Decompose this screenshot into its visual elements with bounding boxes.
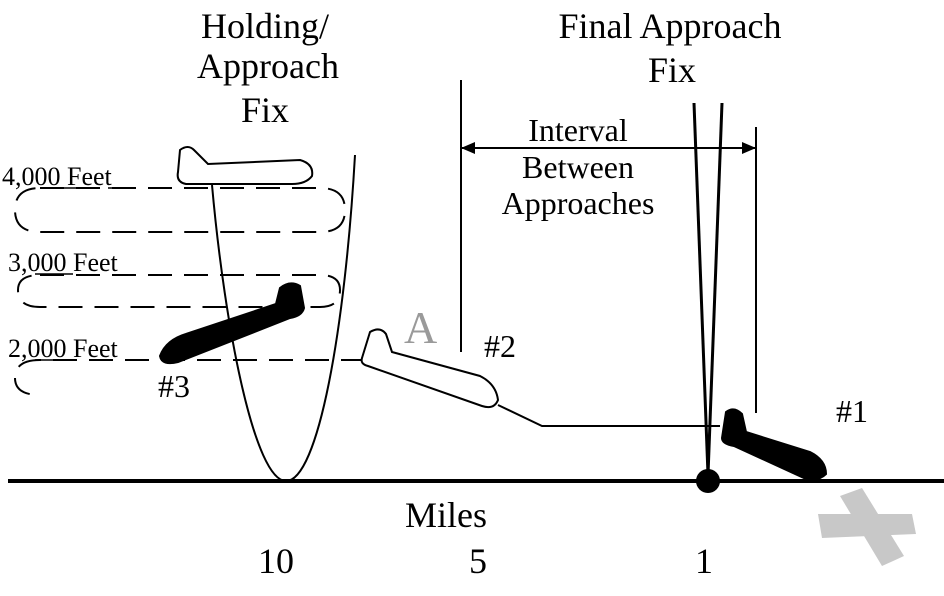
altitude-label-3000: 3,000 Feet [8,248,119,277]
interval-arrowhead-left [461,142,475,154]
interval-label-2: Between [522,149,634,185]
holding-pattern-3000 [16,274,342,308]
final-fix-title-1: Final Approach [559,6,782,46]
altitude-label-4000: 4,000 Feet [2,162,113,191]
final-fix-cone-left [692,102,710,476]
aircraft-1-icon [720,408,828,481]
approach-path-2 [497,404,720,427]
holding-fix-title-1: Holding/ [201,6,329,46]
holding-fix-title-2: Approach [197,46,339,86]
aircraft-3-label: #3 [158,368,190,404]
altitude-label-2000: 2,000 Feet [8,334,119,363]
holding-fix-title-3: Fix [241,90,289,130]
interval-label-1: Interval [528,112,628,148]
final-fix-title-2: Fix [648,50,696,90]
axis-tick-1: 1 [695,541,713,581]
aircraft-holding-4000-icon [176,146,314,185]
holding-pattern-4000 [13,187,347,233]
aircraft-2-label: #2 [484,328,516,364]
axis-tick-5: 5 [469,541,487,581]
final-fix-cone-right [706,102,724,476]
aircraft-1-label: #1 [836,393,868,429]
axis-title: Miles [405,495,487,535]
position-marker-A: A [404,302,437,353]
axis-tick-10: 10 [258,541,294,581]
interval-arrowhead-right [742,142,756,154]
aircraft-3-icon [158,282,306,365]
holding-pattern-2000 [13,359,365,396]
final-fix-point [696,469,720,493]
aircraft-2-icon [360,328,500,409]
runway-icon [818,488,916,566]
interval-label-3: Approaches [502,185,655,221]
